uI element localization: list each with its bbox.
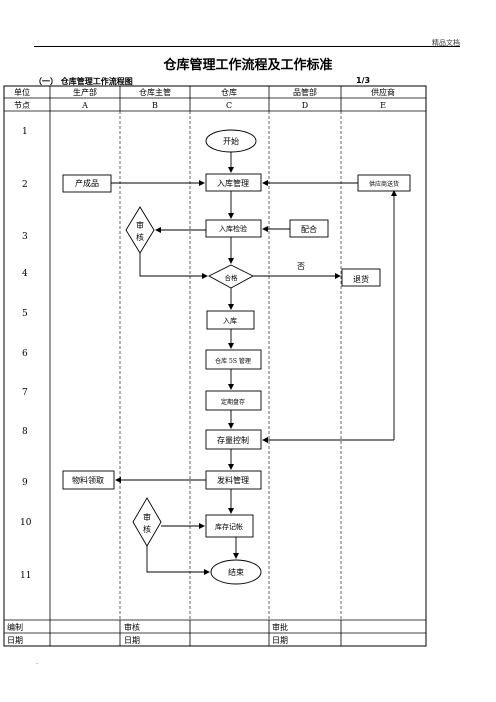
unit-quality: 品管部 (293, 87, 317, 97)
start-label: 开始 (223, 136, 239, 146)
inventory-control-box (205, 429, 262, 450)
table-frame (3, 85, 427, 647)
footer-review: 审核 (124, 622, 140, 632)
review1-label-top: 审 (136, 220, 144, 230)
node-d: D (302, 101, 308, 110)
document-title: 仓库管理工作流程及工作标准 (163, 58, 333, 73)
arrow-review-to-qualified (139, 253, 208, 279)
unit-label: 单位 (14, 87, 30, 97)
footer-compile: 编制 (7, 622, 23, 632)
periodic-count-box (205, 390, 262, 411)
step-number: 2 (22, 180, 28, 190)
inventory-control-label: 存量控制 (217, 435, 249, 445)
unit-production: 生产部 (73, 87, 97, 97)
node-c: C (226, 101, 232, 110)
step-number: 10 (20, 518, 32, 528)
footer-date-1: 日期 (7, 636, 23, 645)
finished-goods-label: 产成品 (75, 178, 99, 188)
qualified-label: 合格 (225, 273, 239, 282)
header-note: 精品文档 (432, 39, 460, 47)
inbound-mgmt-box (205, 173, 262, 192)
warehouse-5s-label: 仓库 5S 管理 (215, 357, 251, 365)
bottom-mark: . (36, 658, 38, 666)
inbound-label: 入库 (223, 316, 237, 325)
inbound-inspection-label: 入库检验 (219, 224, 247, 233)
node-b: B (152, 101, 158, 110)
no-label: 否 (297, 262, 305, 271)
step-number: 6 (22, 349, 28, 359)
stock-ledger-label: 库存记帐 (215, 522, 243, 531)
material-pick-label: 物料领取 (72, 475, 104, 485)
step-number: 8 (22, 427, 28, 437)
step-number: 3 (22, 232, 28, 242)
inbound-inspection-box (205, 219, 262, 238)
cooperate-label: 配合 (301, 224, 317, 234)
end-terminator (210, 559, 262, 585)
review-decision-2 (132, 497, 162, 547)
cooperate-box (289, 219, 329, 238)
stock-ledger-box (205, 514, 254, 538)
finished-goods-box (62, 174, 112, 193)
step-number: 7 (22, 388, 28, 398)
warehouse-5s-box (205, 349, 262, 370)
inbound-mgmt-label: 入库管理 (217, 178, 249, 188)
step-number: 9 (22, 478, 28, 488)
node-label: 节点 (14, 101, 30, 110)
footer-date-3: 日期 (272, 636, 288, 645)
review2-label-bottom: 核 (143, 524, 151, 534)
arrow-review2-to-end (146, 546, 210, 575)
step-number: 11 (20, 571, 31, 581)
unit-warehouse: 仓库 (221, 87, 237, 97)
unit-supplier: 供应商 (371, 87, 395, 97)
dispatch-mgmt-label: 发料管理 (217, 475, 249, 485)
supplier-delivery-label: 供应商送货 (369, 180, 399, 188)
page-number: 1/3 (356, 76, 371, 85)
step-number: 1 (22, 127, 28, 137)
footer-date-2: 日期 (124, 636, 140, 645)
step-number: 4 (22, 269, 28, 279)
unit-warehouse-supervisor: 仓库主管 (139, 87, 171, 97)
header-rule (34, 46, 460, 47)
node-a: A (81, 101, 88, 110)
return-goods-box (341, 268, 381, 287)
node-e: E (380, 101, 386, 110)
material-pick-box (62, 470, 115, 490)
review-decision-1 (125, 206, 155, 254)
section-subtitle: （一） 仓库管理工作流程图 (34, 77, 133, 86)
return-goods-label: 退货 (353, 274, 369, 284)
inbound-box (206, 310, 255, 330)
review1-label-bottom: 核 (136, 232, 144, 242)
end-label: 结束 (228, 567, 244, 577)
review2-label-top: 审 (143, 512, 151, 522)
step-number: 5 (22, 309, 28, 319)
footer-approve: 审批 (272, 622, 288, 632)
periodic-count-label: 定期盘存 (221, 398, 245, 406)
